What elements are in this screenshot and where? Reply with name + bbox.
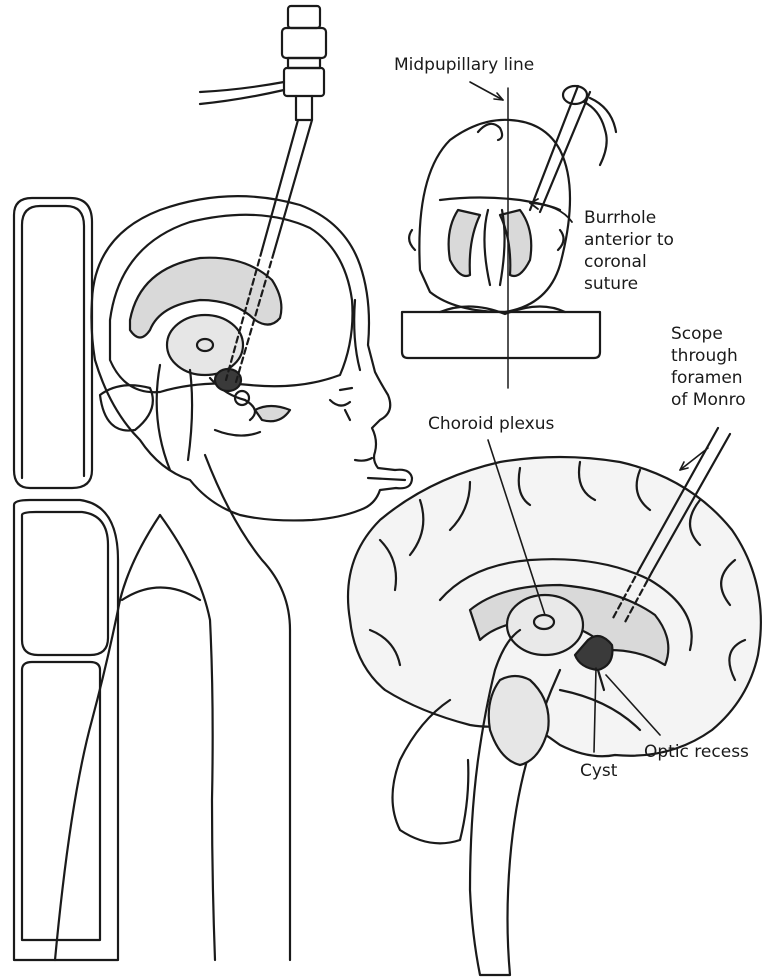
midpupillary-arrow <box>469 81 504 101</box>
head-top-view <box>400 118 602 360</box>
patient-head <box>90 195 414 522</box>
chair-back <box>12 498 120 962</box>
scope-arrow <box>679 447 709 471</box>
burrhole-label: Burrhole anterior to coronal suture <box>584 208 674 294</box>
patient-body <box>53 453 292 962</box>
optic-recess-pointer <box>605 674 661 736</box>
top-view-scope <box>528 84 618 214</box>
optic-recess-label: Optic recess <box>644 742 749 762</box>
midpupillary-label: Midpupillary line <box>394 55 535 75</box>
cyst-pointer <box>593 667 597 753</box>
choroid-plexus-label: Choroid plexus <box>428 414 555 434</box>
headrest <box>12 196 94 490</box>
scope-label: Scope through foramen of Monro <box>671 324 746 410</box>
sagittal-scope <box>610 426 732 626</box>
burrhole-arrow <box>529 202 573 223</box>
endoscope <box>198 4 328 384</box>
choroid-pointer <box>487 439 546 616</box>
cyst-label: Cyst <box>580 761 618 781</box>
head-brain-section <box>98 213 354 472</box>
sagittal-brain <box>346 455 762 977</box>
